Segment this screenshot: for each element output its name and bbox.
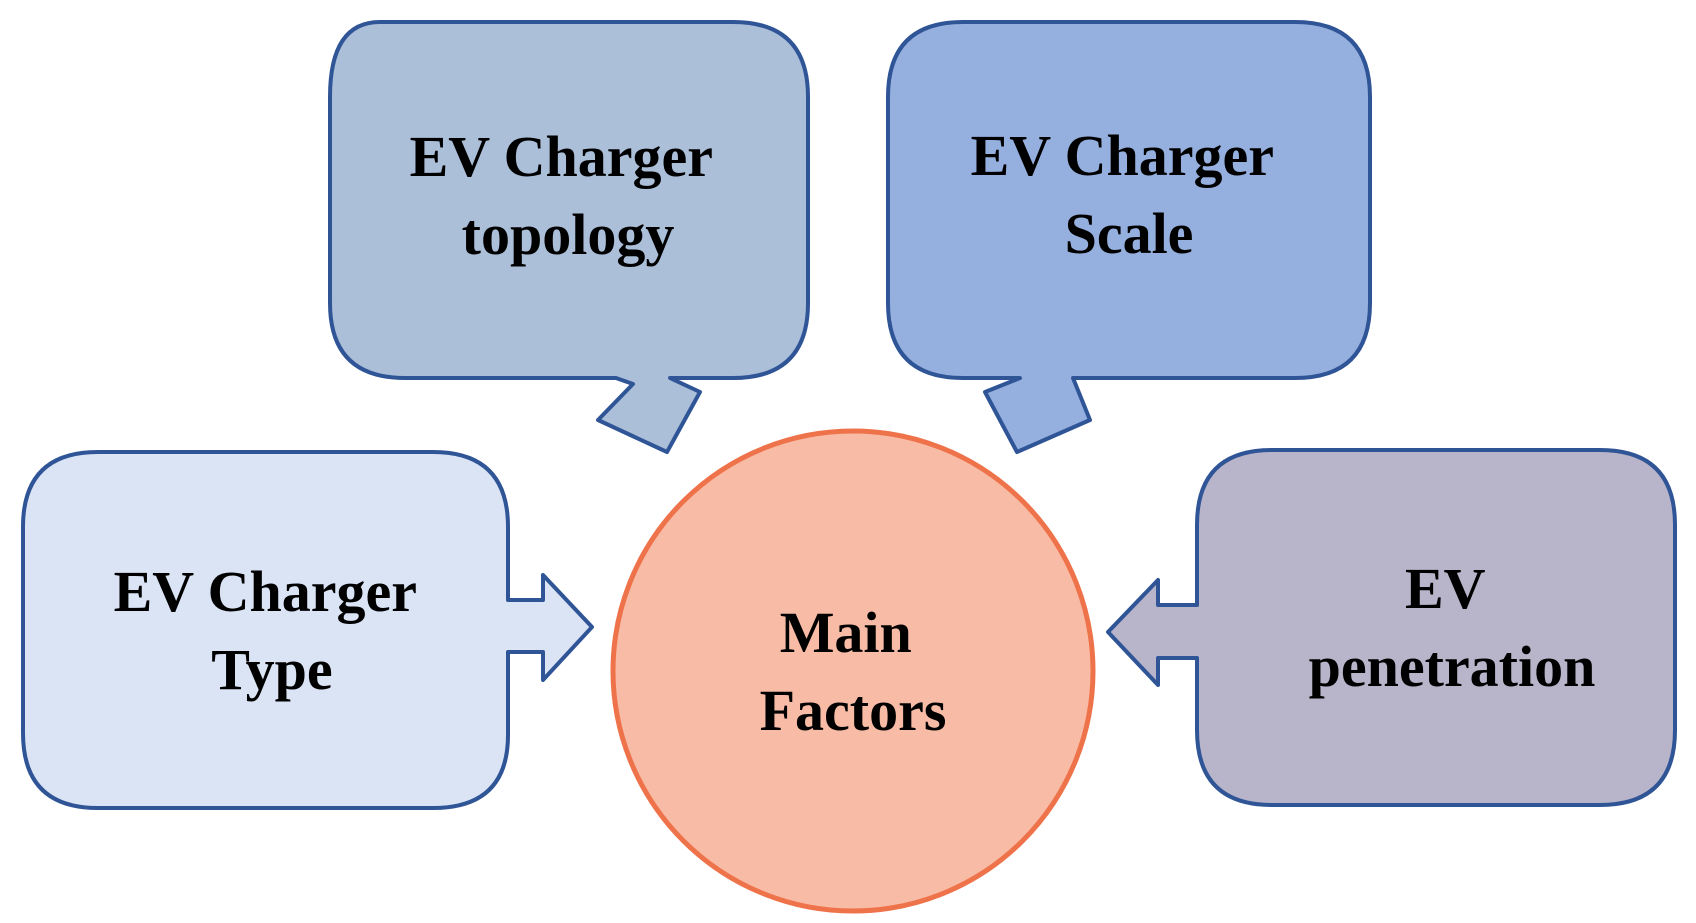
callout-penetration: EV penetration [1106, 448, 1677, 807]
callout-scale-shape [886, 20, 1372, 454]
penetration-label-line-2: penetration [1309, 634, 1596, 699]
callout-penetration-shape [1106, 448, 1677, 807]
topology-label-line-1: EV Charger [410, 124, 713, 189]
svg-text:EV Charger Type: EV Charger Type [114, 559, 431, 702]
callout-type: EV Charger Type [21, 450, 594, 810]
topology-label-line-2: topology [462, 202, 675, 267]
scale-label-line-2: Scale [1065, 201, 1194, 266]
type-label-line-1: EV Charger [114, 559, 417, 624]
callout-topology-shape [328, 20, 810, 454]
svg-text:Main Factors: Main Factors [760, 600, 947, 743]
center-label-line-1: Main [780, 600, 912, 665]
svg-text:EV penetration: EV penetration [1309, 556, 1596, 699]
svg-text:EV Charger Scale: EV Charger Scale [971, 123, 1288, 266]
center-circle-shape [610, 428, 1096, 914]
type-label-line-2: Type [211, 637, 332, 702]
svg-text:EV Charger topology: EV Charger topology [410, 124, 727, 267]
callout-type-shape [21, 450, 594, 810]
callout-scale: EV Charger Scale [886, 20, 1372, 454]
scale-label-line-1: EV Charger [971, 123, 1274, 188]
center-circle: Main Factors [610, 428, 1096, 914]
center-label-line-2: Factors [760, 678, 947, 743]
penetration-label-line-1: EV [1405, 556, 1486, 621]
callout-topology: EV Charger topology [328, 20, 810, 454]
